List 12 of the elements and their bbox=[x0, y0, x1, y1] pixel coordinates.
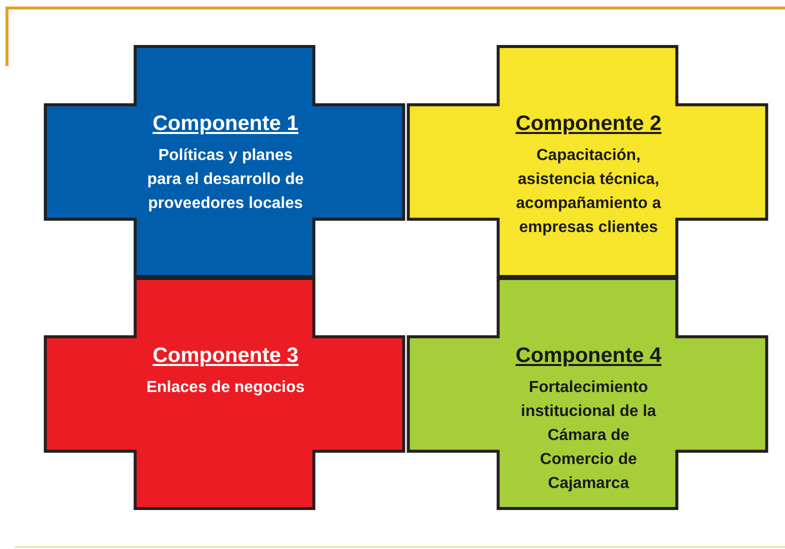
component-description: Fortalecimiento institucional de la Cámara de Comercio de Cajamarca bbox=[520, 378, 658, 494]
puzzle-piece bbox=[44, 278, 407, 511]
puzzle-piece bbox=[407, 278, 770, 511]
component-heading: Componente 2 bbox=[516, 112, 662, 136]
puzzle-piece bbox=[44, 46, 407, 279]
component-heading: Componente 1 bbox=[152, 112, 298, 136]
puzzle-piece bbox=[407, 46, 770, 279]
component-heading: Componente 4 bbox=[516, 344, 662, 368]
component-heading: Componente 3 bbox=[152, 344, 298, 368]
component-description: Capacitación, asistencia técnica, acompañamiento a empresas clientes bbox=[515, 146, 662, 238]
component-description: Enlaces de negocios bbox=[146, 378, 306, 398]
component-description: Políticas y planes para el desarrollo de proveedores locales bbox=[146, 146, 305, 214]
